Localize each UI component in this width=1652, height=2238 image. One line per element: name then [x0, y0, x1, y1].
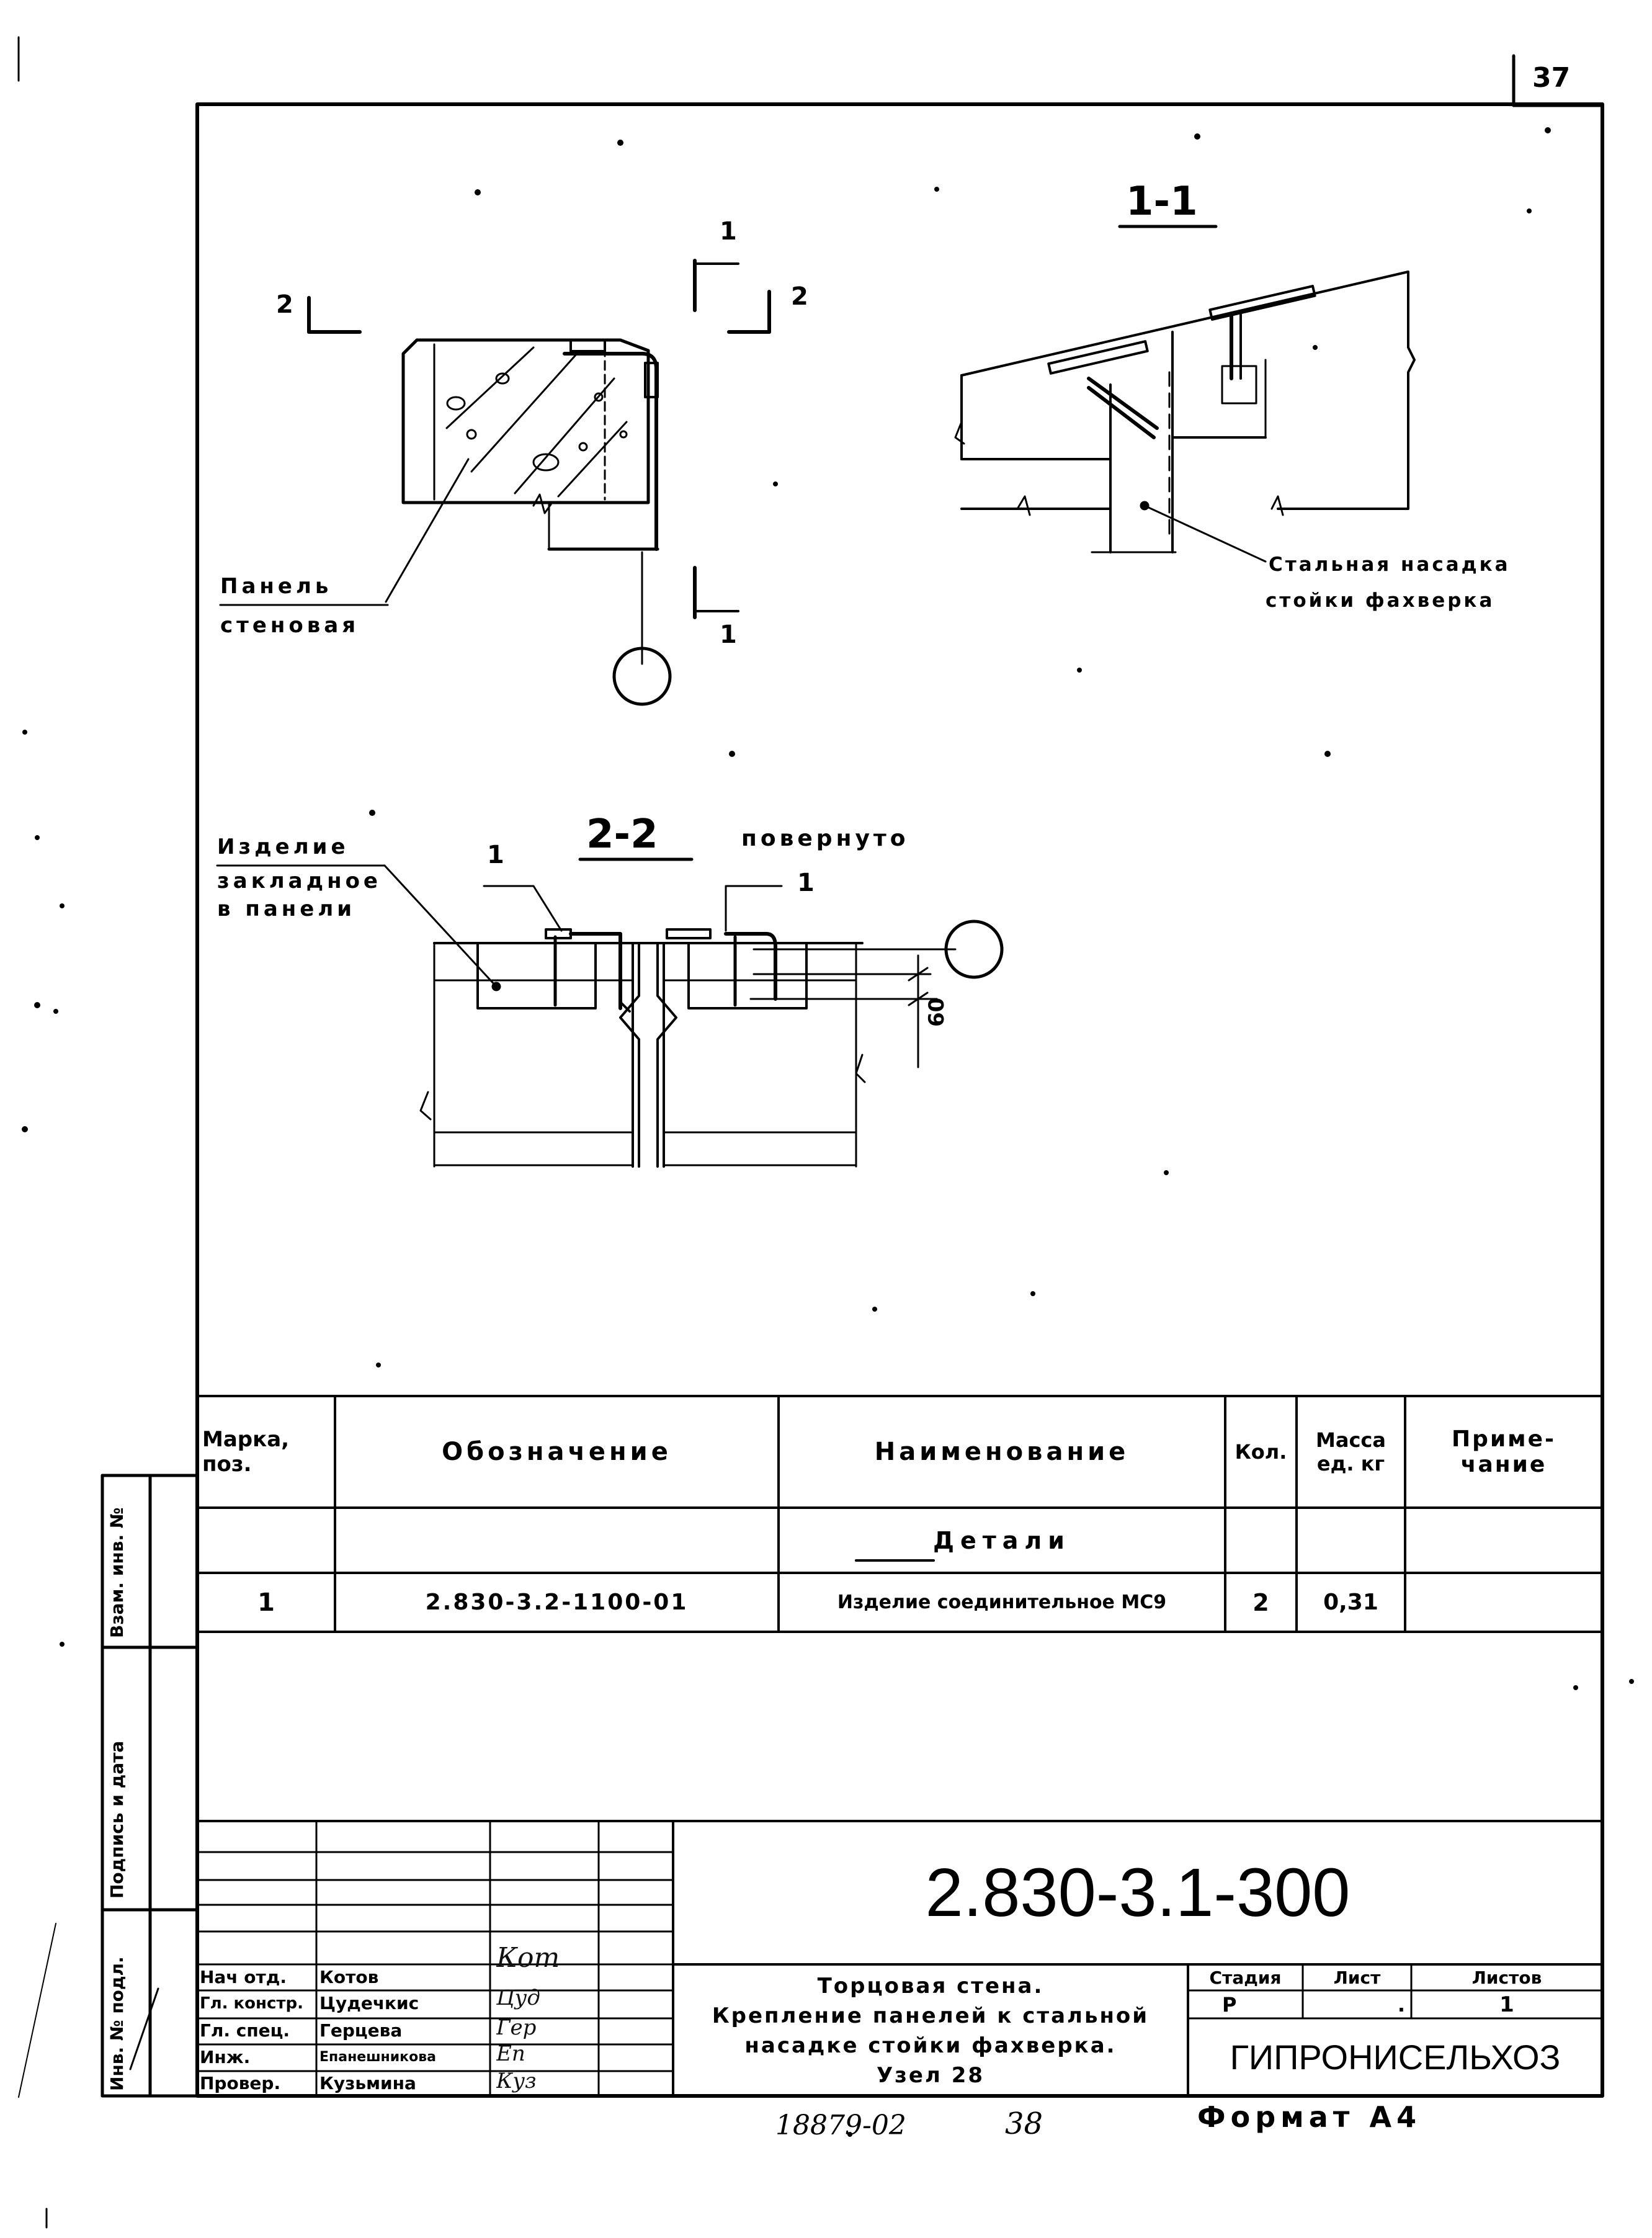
- stray-diagonal: [129, 1987, 159, 2070]
- dimension-60: 60: [924, 997, 949, 1027]
- archive-number: 18879-02: [775, 2110, 906, 2141]
- label-nozzle-line1: Стальная насадка: [1269, 553, 1511, 576]
- header-qty: Кол.: [1235, 1440, 1287, 1464]
- header-note-line2: чание: [1460, 1452, 1547, 1477]
- sheet-title-line4: Узел 28: [876, 2062, 985, 2088]
- header-note-line1: Приме-: [1452, 1426, 1556, 1452]
- signature-1: Кот: [496, 1942, 560, 1974]
- cut-mark-2-left: 2: [276, 290, 293, 319]
- label-panel-line2: стеновая: [220, 613, 360, 638]
- stage-label: Стадия: [1209, 1967, 1282, 1988]
- item-ref-right: 1: [797, 869, 815, 897]
- side-stamp-signature-date: Подпись и дата: [107, 1740, 127, 1899]
- side-stamp-inv-podl: Инв. № подл.: [107, 1956, 127, 2091]
- name-1: Котов: [319, 1967, 379, 1987]
- role-4: Инж.: [200, 2047, 251, 2067]
- archive-sheet: 38: [1005, 2106, 1043, 2141]
- header-note: Приме- чание: [1405, 1396, 1602, 1508]
- header-designation: Обозначение: [442, 1438, 672, 1466]
- sheet-title-line2: Крепление панелей к стальной: [712, 2003, 1150, 2028]
- name-4: Епанешникова: [319, 2049, 436, 2065]
- format-label: Формат А4: [1197, 2100, 1422, 2134]
- stray-line-left: [18, 1923, 56, 2098]
- rotated-label: повернуто: [741, 826, 909, 851]
- signature-2: Цуд: [496, 1985, 540, 2010]
- row1-mass: 0,31: [1323, 1590, 1378, 1615]
- label-embedded-line3: в панели: [217, 897, 356, 921]
- role-5: Провер.: [200, 2073, 281, 2093]
- label-panel-line1: Панель: [220, 574, 333, 599]
- title-block-grid: [196, 1820, 1604, 2097]
- sheets-label: Листов: [1471, 1967, 1542, 1988]
- row1-designation: 2.830-3.2-1100-01: [425, 1590, 689, 1615]
- cut-mark-1-bottom: 1: [720, 620, 737, 649]
- label-embedded-line2: закладное: [217, 869, 382, 893]
- section-label-1-1: 1-1: [1126, 179, 1198, 225]
- scan-specks: [22, 127, 1634, 2137]
- row1-mark: 1: [257, 1588, 275, 1617]
- header-mass: Масса ед. кг: [1297, 1396, 1405, 1508]
- name-2: Цудечкис: [319, 1993, 419, 2013]
- name-5: Кузьмина: [319, 2073, 416, 2093]
- sheet-title-line1: Торцовая стена.: [817, 1973, 1044, 1999]
- sheet-label: Лист: [1333, 1967, 1381, 1988]
- row1-note: [1405, 1573, 1602, 1632]
- header-mass-line2: ед. кг: [1316, 1452, 1385, 1475]
- header-name: Наименование: [874, 1438, 1130, 1466]
- section-2-2-view: [216, 225, 1218, 1168]
- panel-section-view: [219, 259, 771, 706]
- group-row-label: Детали: [933, 1526, 1071, 1554]
- sheet-title-line3: насадке стойки фахверка.: [744, 2033, 1117, 2058]
- section-label-2-2: 2-2: [586, 812, 658, 857]
- label-nozzle-line2: стойки фахверка: [1266, 589, 1495, 612]
- header-mark-line1: Марка,: [202, 1427, 290, 1452]
- sheets-value: 1: [1499, 1992, 1514, 2017]
- label-embedded-line1: Изделие: [217, 835, 349, 859]
- sheet-title: Торцовая стена. Крепление панелей к стал…: [673, 1967, 1188, 2094]
- role-2: Гл. констр.: [200, 1994, 303, 2013]
- stage-value: Р: [1222, 1992, 1237, 2016]
- cut-mark-1-top: 1: [720, 217, 737, 246]
- section-1-1-view: [954, 225, 1416, 563]
- role-3: Гл. спец.: [200, 2020, 290, 2041]
- header-mass-line1: Масса: [1316, 1428, 1386, 1452]
- spec-table-grid: [196, 1395, 1604, 1633]
- row1-qty: 2: [1252, 1588, 1269, 1616]
- row1-name: Изделие соединительное МС9: [837, 1591, 1167, 1613]
- organization-name: ГИПРОНИСЕЛЬХОЗ: [1230, 2038, 1561, 2077]
- page-number: 37: [1532, 62, 1571, 94]
- cut-mark-2-right: 2: [791, 282, 808, 311]
- main-frame: [195, 102, 1604, 2098]
- role-1: Нач отд.: [200, 1967, 287, 1987]
- signature-4: Еп: [496, 2041, 525, 2066]
- item-ref-left: 1: [487, 841, 504, 869]
- header-mark: Марка, поз.: [197, 1396, 335, 1508]
- document-code: 2.830-3.1-300: [925, 1854, 1351, 1931]
- signature-5: Куз: [496, 2069, 537, 2093]
- header-mark-line2: поз.: [202, 1452, 252, 1477]
- side-stamp-vzam-inv: Взам. инв. №: [107, 1507, 127, 1638]
- signature-3: Гер: [496, 2015, 537, 2040]
- sheet-value: .: [1397, 1992, 1405, 2016]
- name-3: Герцева: [319, 2020, 403, 2041]
